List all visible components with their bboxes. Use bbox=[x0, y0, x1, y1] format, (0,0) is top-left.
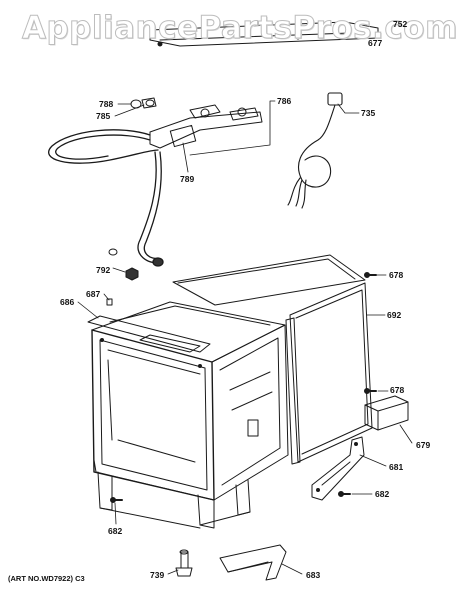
leveling-leg-part bbox=[176, 550, 192, 576]
callout-785: 785 bbox=[96, 111, 111, 121]
callout-686: 686 bbox=[60, 297, 75, 307]
clip-part bbox=[109, 249, 117, 255]
toe-kick-support-part bbox=[220, 545, 286, 580]
fitting-nozzle-part bbox=[142, 98, 156, 108]
screw-upper-part bbox=[365, 273, 377, 278]
art-number: (ART NO.WD7922) C3 bbox=[8, 574, 85, 583]
bracket-part bbox=[312, 437, 364, 500]
callout-786: 786 bbox=[277, 96, 292, 106]
clip-687-part bbox=[107, 299, 112, 305]
power-cord-part bbox=[288, 93, 342, 208]
leader-lines bbox=[78, 101, 412, 574]
hose-assembly-part bbox=[49, 130, 163, 266]
callout-752: 752 bbox=[393, 19, 408, 29]
callout-792: 792 bbox=[96, 265, 111, 275]
callout-789: 789 bbox=[180, 174, 195, 184]
callout-678-upper: 678 bbox=[389, 270, 404, 280]
inlet-valve-bracket-part bbox=[150, 105, 262, 148]
nut-part bbox=[126, 268, 138, 280]
callout-692: 692 bbox=[387, 310, 402, 320]
screw-lower-part bbox=[365, 389, 377, 394]
callout-681: 681 bbox=[389, 462, 404, 472]
top-panel-part bbox=[150, 22, 378, 46]
callout-682-left: 682 bbox=[108, 526, 123, 536]
screw-682-right-part bbox=[339, 492, 351, 497]
callout-739: 739 bbox=[150, 570, 165, 580]
callout-788: 788 bbox=[99, 99, 114, 109]
callout-679: 679 bbox=[416, 440, 431, 450]
callout-677: 677 bbox=[368, 38, 383, 48]
screw-682-left-part bbox=[111, 498, 123, 503]
callout-735: 735 bbox=[361, 108, 376, 118]
foot-block-part bbox=[365, 396, 408, 430]
callout-678-lower: 678 bbox=[390, 385, 405, 395]
callout-682-right: 682 bbox=[375, 489, 390, 499]
callout-683: 683 bbox=[306, 570, 321, 580]
callout-687: 687 bbox=[86, 289, 101, 299]
tub-assembly-part bbox=[88, 302, 288, 528]
watermark-logo: AppliancePartsPros.com bbox=[22, 10, 457, 47]
side-panel-part bbox=[173, 255, 372, 464]
